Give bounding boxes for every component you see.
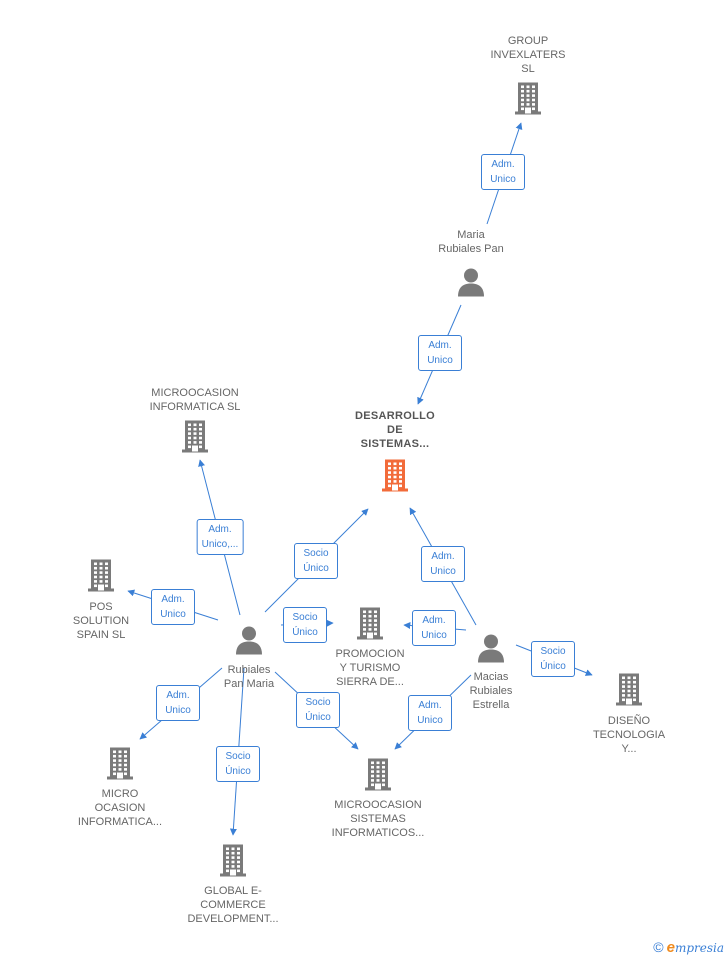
edge-label[interactable]: Socio Único: [283, 607, 327, 643]
edge-label[interactable]: Adm. Unico: [151, 589, 195, 625]
brand-initial: e: [666, 939, 675, 956]
building-icon[interactable]: [382, 458, 408, 497]
building-icon[interactable]: [88, 558, 114, 597]
building-icon[interactable]: [357, 606, 383, 645]
edge-label[interactable]: Socio Único: [216, 746, 260, 782]
brand-name: mpresia: [674, 941, 724, 955]
footer-brand: ©empresia: [653, 939, 724, 956]
node-label-microocasion_informatica[interactable]: MICROOCASION INFORMATICA SL: [149, 387, 241, 413]
node-label-diseno[interactable]: DISEÑO TECNOLOGIA Y...: [592, 715, 666, 755]
node-label-global_ecommerce[interactable]: GLOBAL E- COMMERCE DEVELOPMENT...: [187, 885, 279, 925]
node-label-rubiales_pan_maria[interactable]: Rubiales Pan Maria: [223, 664, 275, 690]
edge-label[interactable]: Adm. Unico: [408, 695, 452, 731]
edge-label[interactable]: Socio Único: [531, 641, 575, 677]
building-icon[interactable]: [515, 81, 541, 120]
edge-label[interactable]: Adm. Unico: [412, 610, 456, 646]
person-icon[interactable]: [234, 625, 264, 660]
copyright-symbol: ©: [653, 939, 664, 955]
person-icon[interactable]: [476, 633, 506, 668]
edge-label[interactable]: Adm. Unico: [156, 685, 200, 721]
node-label-pos_solution[interactable]: POS SOLUTION SPAIN SL: [72, 601, 130, 641]
edge-label[interactable]: Adm. Unico: [418, 335, 462, 371]
node-label-microocasion_sistemas[interactable]: MICROOCASION SISTEMAS INFORMATICOS...: [331, 799, 425, 839]
edge-label[interactable]: Adm. Unico,...: [196, 519, 244, 555]
edge-label[interactable]: Socio Único: [294, 543, 338, 579]
building-icon[interactable]: [616, 672, 642, 711]
building-icon[interactable]: [182, 419, 208, 458]
node-label-promocion[interactable]: PROMOCION Y TURISMO SIERRA DE...: [335, 648, 405, 688]
edge-label[interactable]: Socio Único: [296, 692, 340, 728]
building-icon[interactable]: [365, 757, 391, 796]
edge-label[interactable]: Adm. Unico: [481, 154, 525, 190]
node-label-desarrollo[interactable]: DESARROLLO DE SISTEMAS...: [355, 410, 435, 450]
node-label-macias[interactable]: Macias Rubiales Estrella: [469, 671, 513, 711]
node-label-micro_ocasion[interactable]: MICRO OCASION INFORMATICA...: [77, 788, 163, 828]
edge-label[interactable]: Adm. Unico: [421, 546, 465, 582]
person-icon[interactable]: [456, 267, 486, 302]
node-label-group_invexlaters[interactable]: GROUP INVEXLATERS SL: [490, 35, 566, 75]
node-label-maria_rubiales[interactable]: Maria Rubiales Pan: [438, 229, 504, 255]
building-icon[interactable]: [107, 746, 133, 785]
building-icon[interactable]: [220, 843, 246, 882]
